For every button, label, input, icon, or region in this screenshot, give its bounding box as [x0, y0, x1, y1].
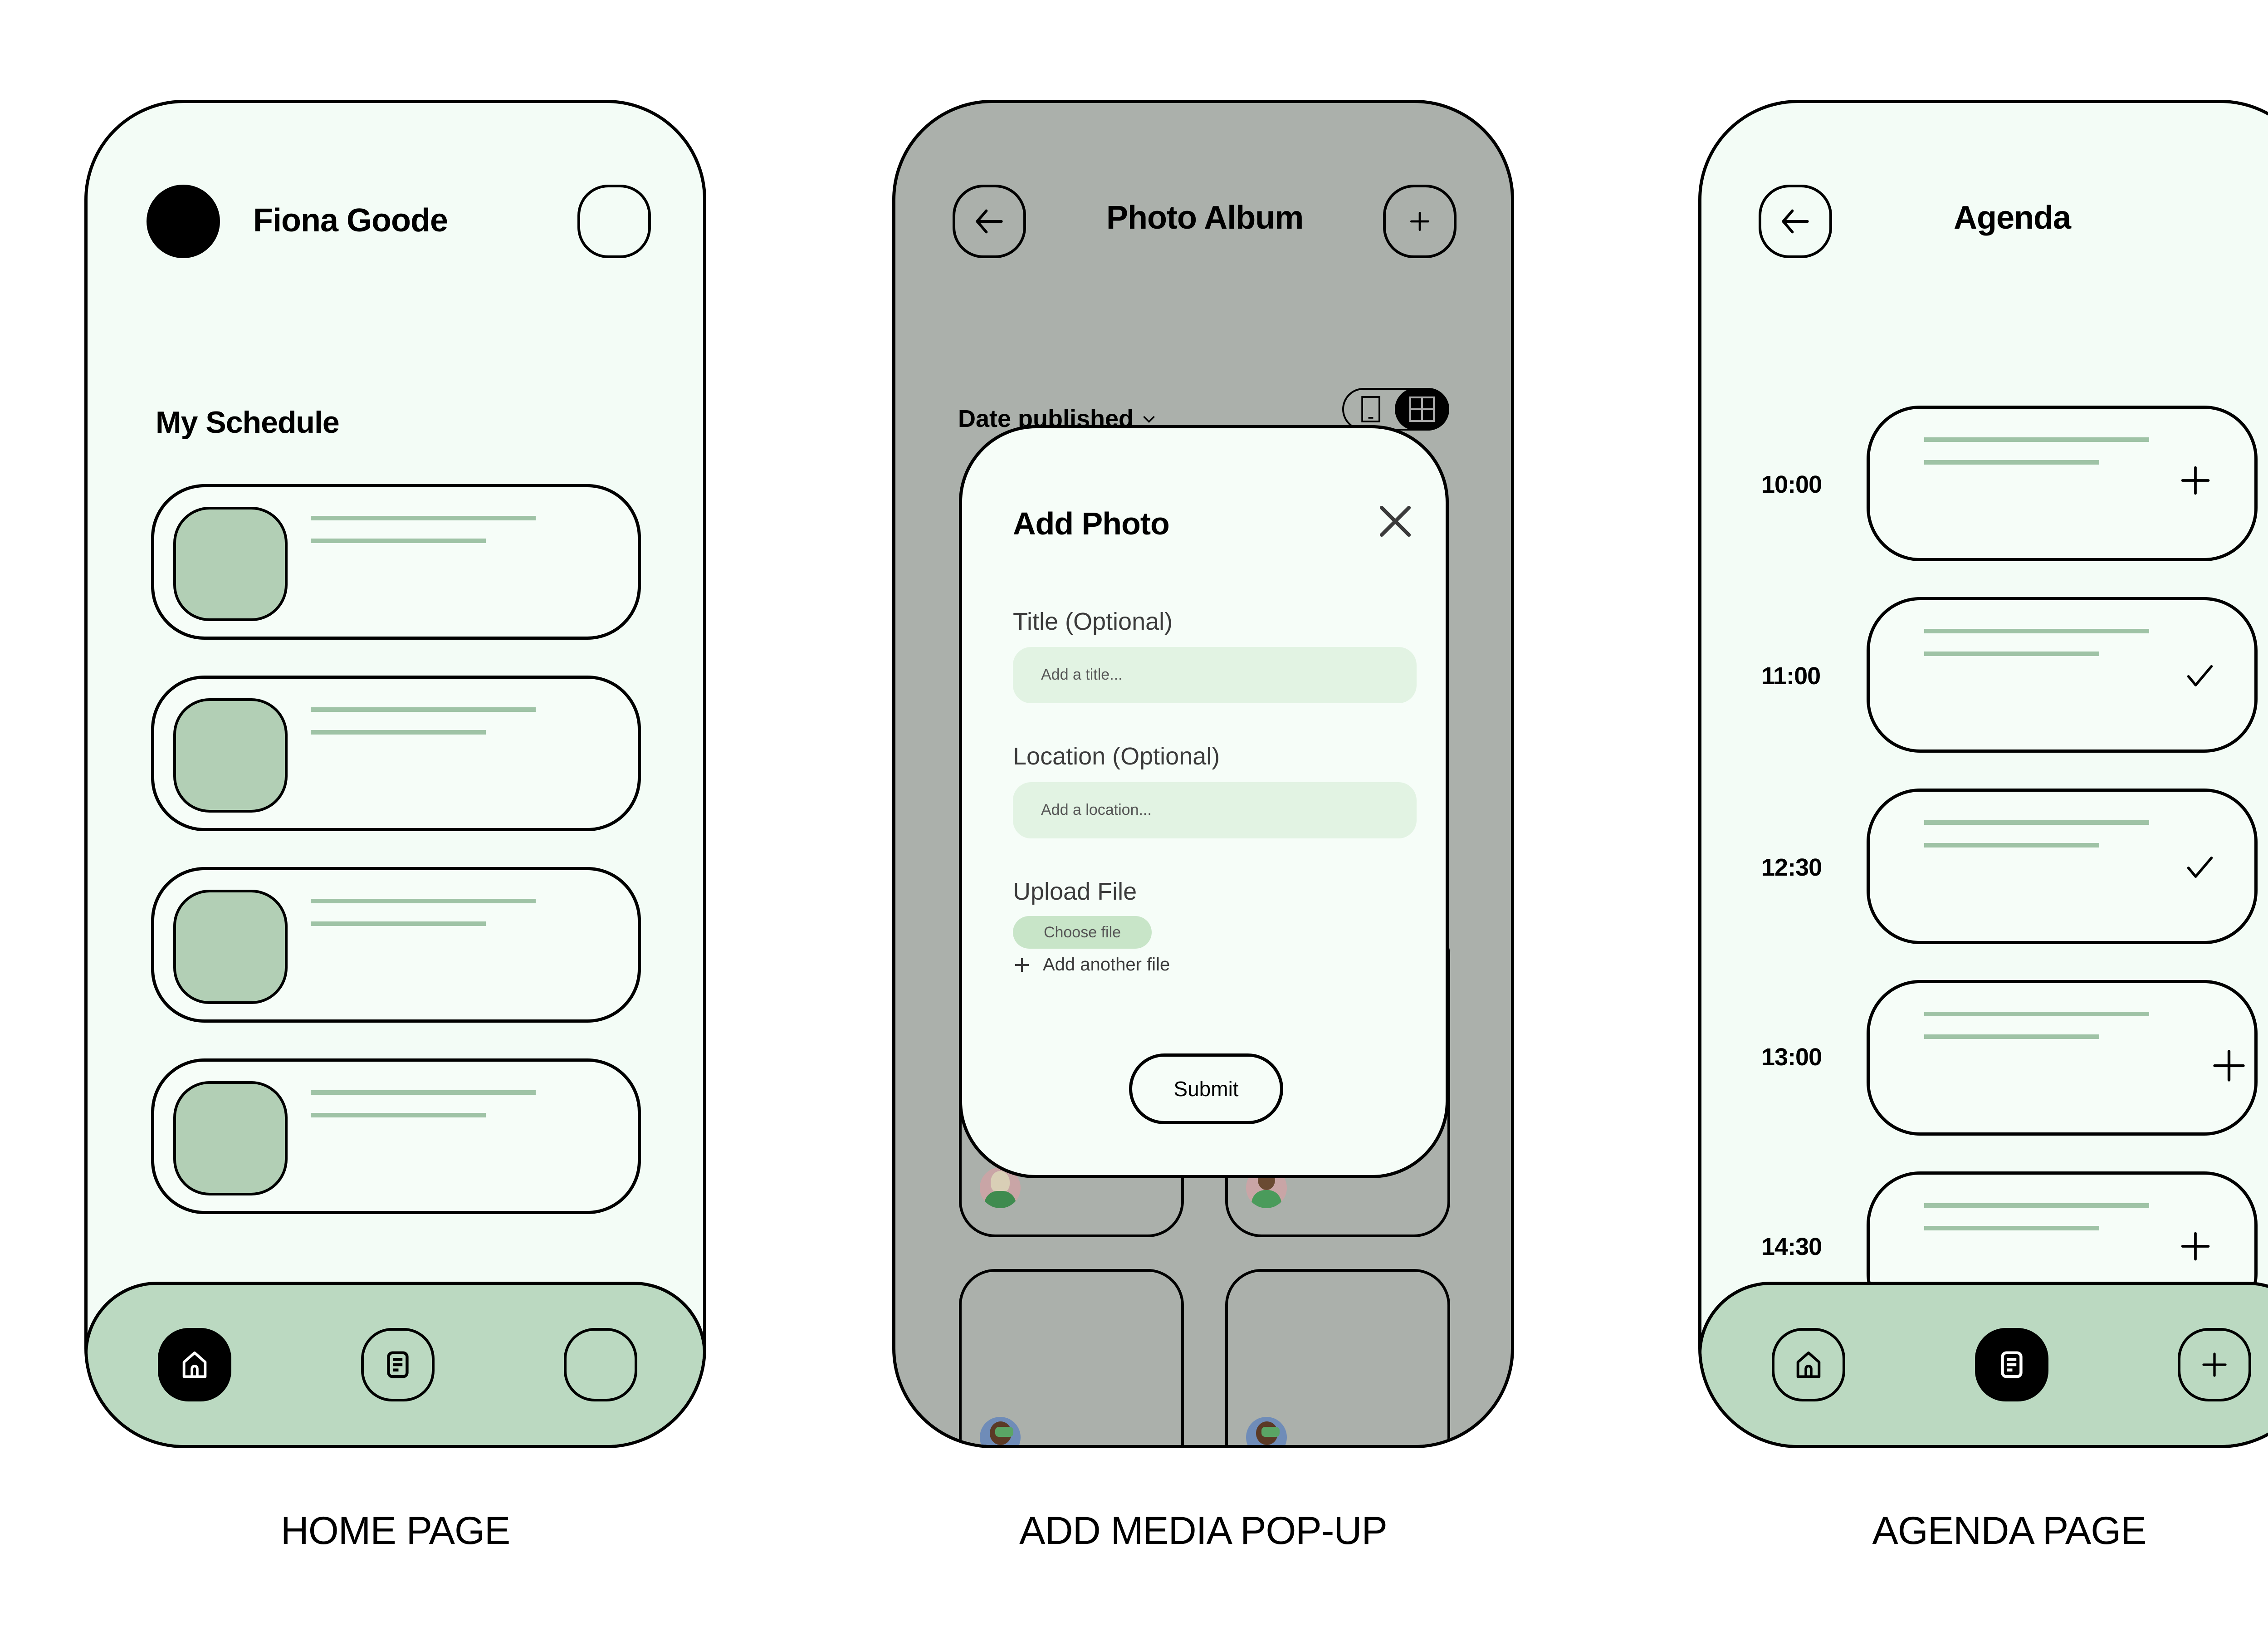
bottom-nav — [88, 1282, 703, 1445]
close-icon — [1379, 505, 1411, 537]
agenda-card[interactable] — [1867, 406, 2258, 561]
text-placeholder-line — [1924, 820, 2149, 825]
back-button[interactable] — [1759, 185, 1832, 258]
document-list-icon — [2001, 1351, 2023, 1378]
schedule-card[interactable] — [151, 867, 641, 1023]
agenda-card[interactable] — [1867, 980, 2258, 1136]
plus-icon — [1015, 958, 1029, 972]
screen-caption-agenda: AGENDA PAGE — [1872, 1509, 2147, 1553]
back-button[interactable] — [953, 185, 1026, 258]
nav-home-button[interactable] — [1772, 1328, 1845, 1401]
schedule-thumbnail — [173, 507, 288, 621]
text-placeholder-line — [311, 899, 536, 903]
screen-caption-popup: ADD MEDIA POP-UP — [1019, 1509, 1388, 1553]
agenda-time: 14:30 — [1761, 1233, 1822, 1260]
photo-tile[interactable] — [1225, 1269, 1450, 1445]
text-placeholder-line — [1924, 1012, 2149, 1016]
chevron-down-icon — [1143, 416, 1155, 423]
text-placeholder-line — [1924, 1226, 2099, 1230]
plus-icon — [2202, 1352, 2227, 1377]
schedule-thumbnail — [173, 698, 288, 813]
schedule-thumbnail — [173, 1081, 288, 1195]
agenda-card[interactable] — [1867, 789, 2258, 944]
nav-empty-button[interactable] — [564, 1328, 637, 1401]
grid-view-icon — [1409, 396, 1435, 422]
add-photo-button[interactable] — [1383, 185, 1457, 258]
text-placeholder-line — [311, 516, 536, 520]
modal-title: Add Photo — [1013, 506, 1170, 541]
schedule-card[interactable] — [151, 484, 641, 640]
nav-agenda-button[interactable] — [1975, 1328, 2048, 1401]
location-input[interactable]: Add a location... — [1013, 782, 1417, 838]
plus-icon[interactable] — [2178, 1229, 2213, 1264]
page-title: Agenda — [1954, 200, 2071, 236]
arrow-left-icon — [1782, 209, 1809, 234]
agenda-time: 12:30 — [1761, 854, 1822, 881]
text-placeholder-line — [1924, 652, 2099, 656]
schedule-card[interactable] — [151, 1058, 641, 1214]
grid-view-toggle[interactable] — [1395, 388, 1449, 431]
text-placeholder-line — [1924, 629, 2149, 633]
title-input-placeholder: Add a title... — [1041, 666, 1123, 683]
check-icon[interactable] — [2183, 659, 2217, 694]
title-field-label: Title (Optional) — [1013, 608, 1173, 635]
agenda-card[interactable] — [1867, 597, 2258, 753]
text-placeholder-line — [311, 730, 486, 735]
nav-add-button[interactable] — [2178, 1328, 2251, 1401]
agenda-time: 11:00 — [1761, 662, 1821, 690]
text-placeholder-line — [1924, 843, 2099, 847]
screen-caption-home: HOME PAGE — [280, 1509, 511, 1553]
text-placeholder-line — [1924, 437, 2149, 442]
text-placeholder-line — [311, 1113, 486, 1117]
avatar[interactable] — [147, 185, 220, 258]
schedule-card[interactable] — [151, 676, 641, 831]
home-icon — [1796, 1351, 1821, 1378]
profile-action-button[interactable] — [577, 185, 651, 258]
bottom-nav — [1701, 1282, 2268, 1445]
upload-field-label: Upload File — [1013, 878, 1137, 905]
home-screen: Fiona Goode My Schedule — [84, 100, 706, 1448]
add-another-file-button[interactable]: Add another file — [1013, 955, 1170, 975]
single-view-toggle[interactable] — [1344, 390, 1398, 429]
text-placeholder-line — [1924, 460, 2099, 465]
view-toggle — [1342, 388, 1449, 431]
location-input-placeholder: Add a location... — [1041, 801, 1152, 818]
add-another-file-label: Add another file — [1043, 955, 1170, 975]
nav-home-button[interactable] — [158, 1328, 231, 1401]
user-avatar — [1246, 1417, 1287, 1445]
text-placeholder-line — [311, 1090, 536, 1095]
check-icon[interactable] — [2183, 851, 2217, 885]
text-placeholder-line — [311, 707, 536, 712]
plus-icon[interactable] — [2210, 1047, 2248, 1085]
user-avatar — [980, 1417, 1021, 1445]
submit-button[interactable]: Submit — [1129, 1053, 1283, 1124]
close-button[interactable] — [1370, 496, 1420, 546]
title-input[interactable]: Add a title... — [1013, 647, 1417, 703]
page-title: Photo Album — [1106, 200, 1304, 236]
agenda-screen: Agenda 10:00 11:00 12:30 13:00 14:30 — [1698, 100, 2268, 1448]
arrow-left-icon — [976, 209, 1003, 234]
text-placeholder-line — [1924, 1034, 2099, 1039]
agenda-time: 10:00 — [1761, 471, 1822, 498]
photo-tile[interactable] — [959, 1269, 1184, 1445]
home-icon — [182, 1351, 207, 1378]
text-placeholder-line — [1924, 1203, 2149, 1208]
plus-icon[interactable] — [2178, 463, 2213, 498]
user-name: Fiona Goode — [253, 202, 448, 239]
agenda-time: 13:00 — [1761, 1043, 1822, 1071]
location-field-label: Location (Optional) — [1013, 743, 1220, 770]
add-photo-modal: Add Photo Title (Optional) Add a title..… — [959, 425, 1449, 1178]
text-placeholder-line — [311, 921, 486, 926]
single-view-icon — [1361, 396, 1380, 422]
document-list-icon — [387, 1351, 409, 1378]
text-placeholder-line — [311, 539, 486, 543]
choose-file-button[interactable]: Choose file — [1013, 916, 1152, 949]
schedule-thumbnail — [173, 890, 288, 1004]
section-title: My Schedule — [156, 405, 340, 440]
photo-album-screen: Photo Album Date published — [892, 100, 1514, 1448]
plus-icon — [1410, 212, 1429, 231]
nav-agenda-button[interactable] — [361, 1328, 435, 1401]
